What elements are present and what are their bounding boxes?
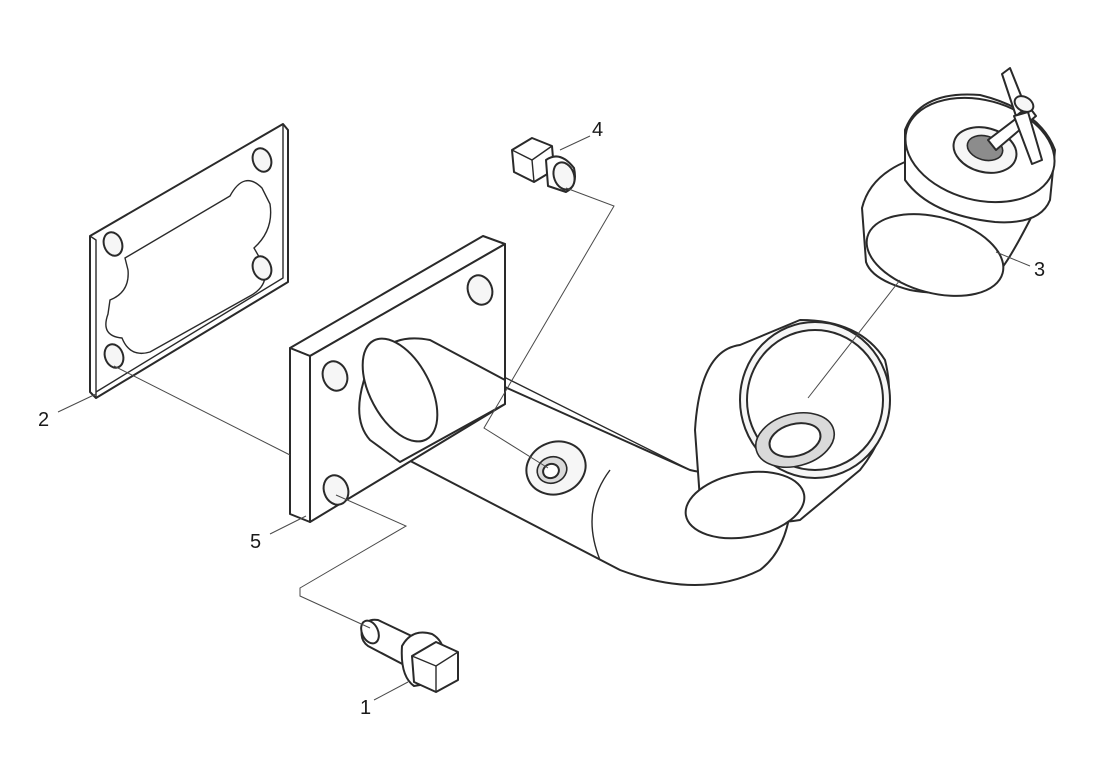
callout-label-1: 1: [360, 697, 372, 719]
callout-leader-lines: [57, 135, 1031, 701]
callout-label-3: 3: [1034, 259, 1046, 281]
callout-label-2: 2: [38, 409, 50, 431]
gasket-part-2: [89, 123, 289, 399]
plug-part-4: [511, 137, 576, 193]
callout-label-5: 5: [250, 531, 262, 553]
flange-plate-part-5: [289, 235, 506, 523]
assembly-leader-lines: [113, 187, 901, 629]
cap-part-3: [861, 67, 1056, 297]
bolt-part-1: [360, 618, 459, 693]
socket-housing: [684, 319, 891, 540]
callout-label-4: 4: [592, 119, 604, 141]
